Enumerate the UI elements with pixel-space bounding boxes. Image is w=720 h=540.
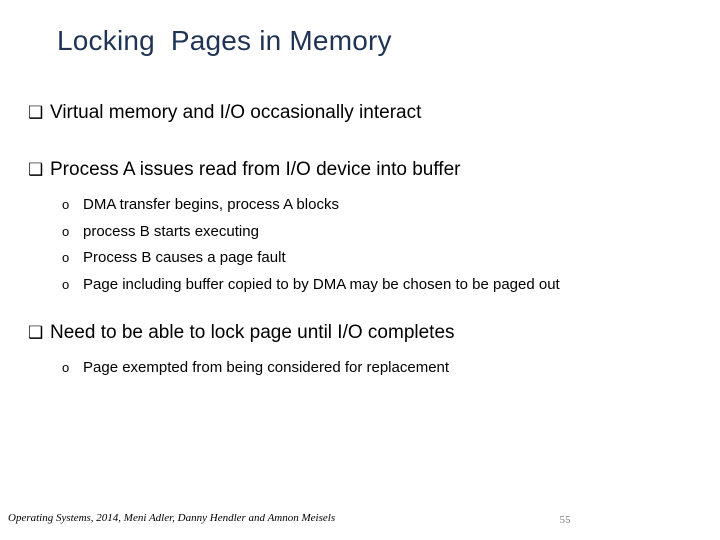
bullet-level2: o DMA transfer begins, process A blocks — [62, 192, 720, 219]
bullet-level2: o Process B causes a page fault — [62, 245, 720, 272]
bullet-level2-label: Process B causes a page fault — [83, 249, 286, 266]
shadowed-square-bullet-icon: ❑ — [28, 103, 44, 122]
page-title: Locking Pages in Memory — [57, 25, 392, 56]
bullet-level2-label: Page including buffer copied to by DMA m… — [83, 275, 560, 293]
bullet-level1: ❑ Virtual memory and I/O occasionally in… — [28, 100, 720, 126]
shadowed-square-bullet-icon: ❑ — [28, 323, 44, 342]
page-number: 55 — [559, 514, 571, 526]
shadowed-square-bullet-icon: ❑ — [28, 160, 44, 179]
bullet-level2-label: process B starts executing — [83, 222, 259, 240]
bullet-level1: ❑ Process A issues read from I/O device … — [28, 157, 720, 183]
bullet-level1-label: Virtual memory and I/O occasionally inte… — [50, 102, 422, 123]
sub-bullet-list: o DMA transfer begins, process A blocks … — [0, 192, 720, 298]
sub-bullet-list: o Page exempted from being considered fo… — [0, 355, 720, 382]
bullet-level2: o process B starts executing — [62, 219, 720, 246]
circle-bullet-icon: o — [62, 250, 70, 265]
circle-bullet-icon: o — [62, 276, 70, 292]
bullet-level2: o Page including buffer copied to by DMA… — [62, 272, 720, 299]
slide-body: ❑ Virtual memory and I/O occasionally in… — [0, 100, 720, 382]
bullet-level2: o Page exempted from being considered fo… — [62, 355, 720, 382]
footer-credit: Operating Systems, 2014, Meni Adler, Dan… — [8, 512, 336, 524]
spacer — [0, 298, 720, 320]
bullet-level2-label: Page exempted from being considered for … — [83, 359, 450, 376]
bullet-level2-label: DMA transfer begins, process A blocks — [83, 196, 339, 213]
bullet-level1-label: Process A issues read from I/O device in… — [50, 159, 461, 180]
circle-bullet-icon: o — [62, 360, 70, 375]
bullet-level1-label: Need to be able to lock page until I/O c… — [50, 322, 455, 343]
circle-bullet-icon: o — [62, 223, 70, 239]
circle-bullet-icon: o — [62, 197, 70, 212]
bullet-level1: ❑ Need to be able to lock page until I/O… — [28, 320, 720, 346]
